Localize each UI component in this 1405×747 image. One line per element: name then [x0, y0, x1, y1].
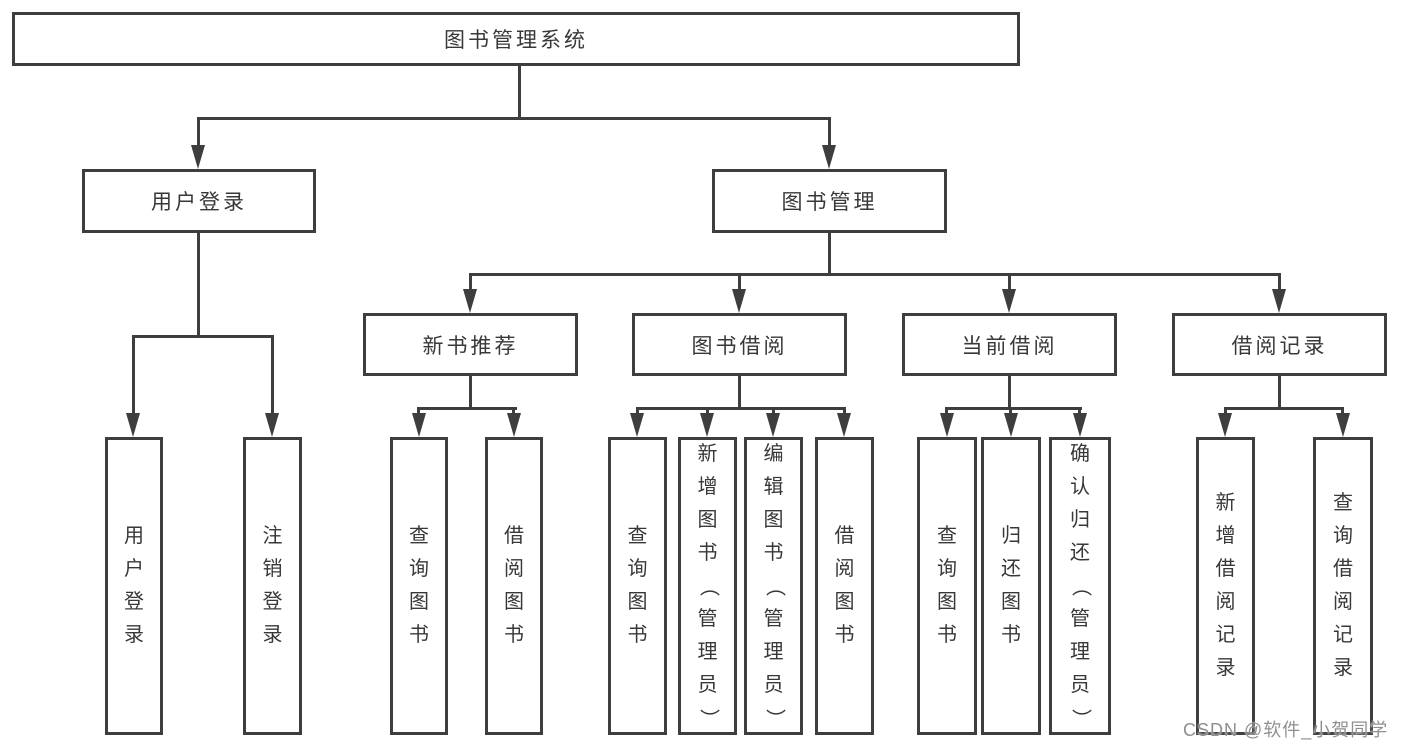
leaf-label: 注销登录: [262, 525, 283, 646]
connector-segment: [1008, 376, 1011, 407]
connector-segment: [706, 407, 709, 416]
arrowhead-down-icon: [265, 413, 279, 437]
leaf-query-books: 查询图书: [390, 437, 448, 735]
node-book-management: 图书管理: [712, 169, 947, 233]
connector-segment: [828, 117, 831, 149]
node-user-login: 用户登录: [82, 169, 316, 233]
arrowhead-down-icon: [1218, 413, 1232, 437]
connector-segment: [1341, 407, 1344, 416]
leaf-confirm-return-admin: 确认归还（管理员）: [1049, 437, 1111, 735]
leaf-add-borrow-record: 新增借阅记录: [1196, 437, 1255, 735]
arrowhead-down-icon: [1336, 413, 1350, 437]
connector-segment: [469, 273, 472, 291]
leaf-label: 编辑图书（管理员）: [763, 442, 785, 729]
connector-segment: [469, 273, 1281, 276]
arrowhead-down-icon: [732, 289, 746, 313]
arrowhead-down-icon: [1004, 413, 1018, 437]
node-current-borrow: 当前借阅: [902, 313, 1117, 376]
connector-segment: [772, 407, 775, 416]
arrowhead-down-icon: [1073, 413, 1087, 437]
arrowhead-down-icon: [1272, 289, 1286, 313]
leaf-query-books: 查询图书: [608, 437, 667, 735]
arrowhead-down-icon: [766, 413, 780, 437]
connector-segment: [518, 66, 521, 117]
arrowhead-down-icon: [463, 289, 477, 313]
node-root: 图书管理系统: [12, 12, 1020, 66]
connector-segment: [1009, 407, 1012, 416]
leaf-return-books: 归还图书: [981, 437, 1041, 735]
arrowhead-down-icon: [940, 413, 954, 437]
connector-segment: [197, 117, 200, 149]
leaf-user-login: 用户登录: [105, 437, 163, 735]
connector-segment: [843, 407, 846, 416]
csdn-watermark: CSDN @软件_小贺同学: [1183, 720, 1389, 740]
connector-segment: [512, 407, 515, 416]
connector-segment: [636, 407, 639, 416]
arrowhead-down-icon: [507, 413, 521, 437]
leaf-query-books: 查询图书: [917, 437, 977, 735]
leaf-label: 查询借阅记录: [1333, 492, 1353, 679]
arrowhead-down-icon: [822, 145, 836, 169]
connector-segment: [738, 273, 741, 291]
connector-segment: [197, 233, 200, 335]
arrowhead-down-icon: [700, 413, 714, 437]
leaf-label: 确认归还（管理员）: [1069, 442, 1092, 729]
connector-segment: [945, 407, 948, 416]
connector-segment: [1078, 407, 1081, 416]
connector-segment: [197, 117, 831, 120]
connector-segment: [417, 407, 420, 416]
connector-segment: [1278, 273, 1281, 291]
leaf-label: 查询图书: [937, 525, 957, 646]
arrowhead-down-icon: [837, 413, 851, 437]
connector-segment: [469, 376, 472, 407]
leaf-label: 查询图书: [409, 525, 429, 646]
node-borrow-records: 借阅记录: [1172, 313, 1387, 376]
leaf-label: 借阅图书: [504, 525, 524, 646]
connector-segment: [1224, 407, 1344, 410]
leaf-add-books-admin: 新增图书（管理员）: [678, 437, 737, 735]
leaf-logout: 注销登录: [243, 437, 302, 735]
arrowhead-down-icon: [1002, 289, 1016, 313]
leaf-edit-books-admin: 编辑图书（管理员）: [744, 437, 803, 735]
leaf-label: 借阅图书: [834, 525, 855, 646]
connector-segment: [132, 335, 135, 415]
node-book-borrow: 图书借阅: [632, 313, 847, 376]
connector-segment: [1008, 273, 1011, 291]
arrowhead-down-icon: [630, 413, 644, 437]
connector-segment: [828, 233, 831, 273]
leaf-borrow-books: 借阅图书: [485, 437, 543, 735]
connector-segment: [945, 407, 1082, 410]
arrowhead-down-icon: [412, 413, 426, 437]
leaf-label: 用户登录: [124, 525, 144, 646]
arrowhead-down-icon: [126, 413, 140, 437]
connector-segment: [1278, 376, 1281, 407]
leaf-label: 查询图书: [627, 525, 648, 646]
leaf-borrow-books: 借阅图书: [815, 437, 874, 735]
connector-segment: [738, 376, 741, 407]
leaf-query-borrow-record: 查询借阅记录: [1313, 437, 1373, 735]
leaf-label: 新增图书（管理员）: [697, 442, 719, 729]
arrowhead-down-icon: [191, 145, 205, 169]
connector-segment: [1224, 407, 1227, 416]
connector-segment: [132, 335, 274, 338]
leaf-label: 新增借阅记录: [1215, 492, 1236, 679]
connector-segment: [271, 335, 274, 415]
node-new-book-recommend: 新书推荐: [363, 313, 578, 376]
leaf-label: 归还图书: [1001, 525, 1021, 646]
connector-segment: [417, 407, 517, 410]
connector-segment: [636, 407, 846, 410]
